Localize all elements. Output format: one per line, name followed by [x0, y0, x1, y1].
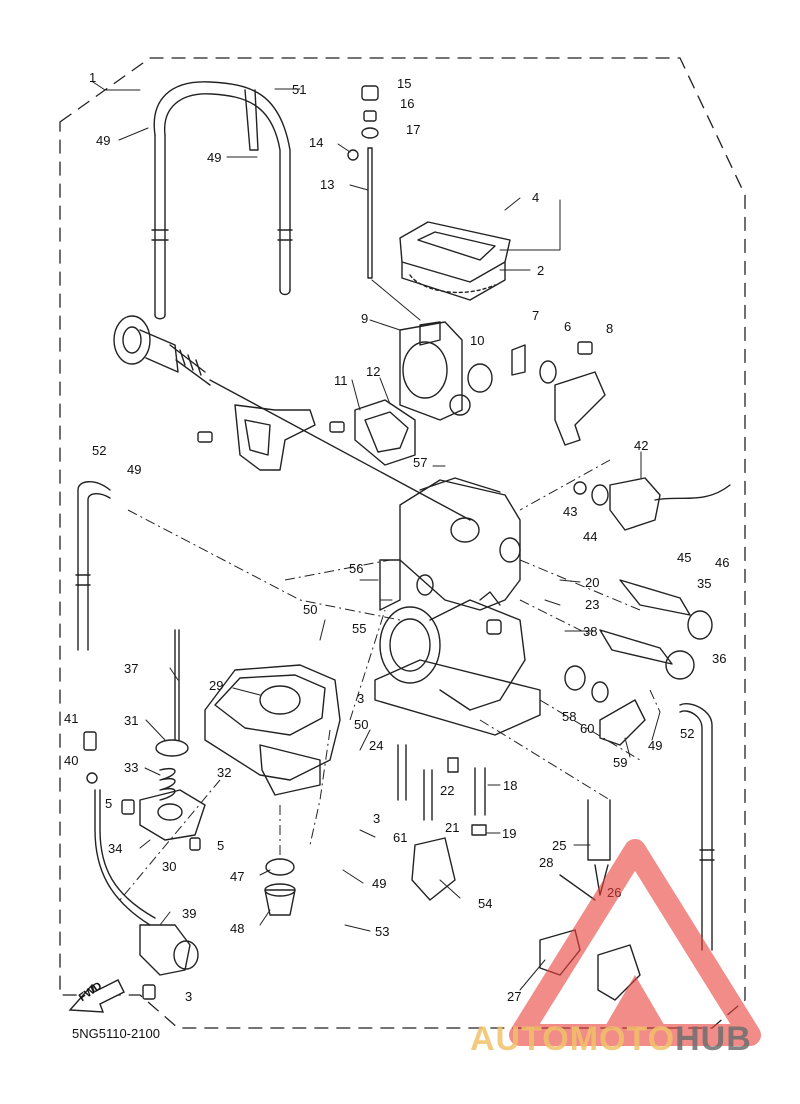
callout-58: 58: [562, 709, 576, 724]
callout-12: 12: [366, 364, 380, 379]
watermark-logo: [509, 839, 761, 1046]
callout-2: 2: [537, 263, 544, 278]
callout-5: 5: [105, 796, 112, 811]
overflow-hose-left: [77, 481, 111, 651]
fwd-arrow-icon: [68, 979, 125, 1013]
watermark-word-moto: MOTO: [569, 1020, 676, 1058]
callout-3: 3: [185, 989, 192, 1004]
callout-29: 29: [209, 678, 223, 693]
callout-49: 49: [648, 738, 662, 753]
callout-28: 28: [539, 855, 553, 870]
callout-46: 46: [715, 555, 729, 570]
callout-45: 45: [677, 550, 691, 565]
vent-hose-assembly: [151, 81, 293, 320]
callout-53: 53: [375, 924, 389, 939]
top-cover: [399, 221, 511, 301]
callout-47: 47: [230, 869, 244, 884]
callout-14: 14: [309, 135, 323, 150]
assembly-boundary: [59, 57, 746, 1029]
callout-27: 27: [507, 989, 521, 1004]
callout-34: 34: [108, 841, 122, 856]
callout-19: 19: [502, 826, 516, 841]
callout-9: 9: [361, 311, 368, 326]
callout-43: 43: [563, 504, 577, 519]
drawing-code: 5NG5110-2100: [72, 1026, 160, 1041]
callout-49: 49: [127, 462, 141, 477]
callout-52: 52: [680, 726, 694, 741]
callout-49: 49: [207, 150, 221, 165]
callout-15: 15: [397, 76, 411, 91]
callout-56: 56: [349, 561, 363, 576]
callout-3: 3: [373, 811, 380, 826]
callout-59: 59: [613, 755, 627, 770]
callout-25: 25: [552, 838, 566, 853]
callout-49: 49: [372, 876, 386, 891]
callout-51: 51: [292, 82, 306, 97]
throttle-shaft: [113, 315, 471, 521]
callout-54: 54: [478, 896, 492, 911]
float-bowl: [204, 664, 341, 796]
callout-55: 55: [352, 621, 366, 636]
callout-17: 17: [406, 122, 420, 137]
callout-57: 57: [413, 455, 427, 470]
callout-44: 44: [583, 529, 597, 544]
callout-37: 37: [124, 661, 138, 676]
callout-8: 8: [606, 321, 613, 336]
overflow-hose-right: [679, 703, 713, 951]
needle: [367, 147, 373, 279]
callout-18: 18: [503, 778, 517, 793]
callout-31: 31: [124, 713, 138, 728]
callout-50: 50: [354, 717, 368, 732]
callout-5: 5: [217, 838, 224, 853]
callout-50: 50: [303, 602, 317, 617]
callout-61: 61: [393, 830, 407, 845]
callout-10: 10: [470, 333, 484, 348]
callout-23: 23: [585, 597, 599, 612]
callout-21: 21: [445, 820, 459, 835]
callout-33: 33: [124, 760, 138, 775]
carburetor-body: [374, 477, 541, 736]
callout-24: 24: [369, 738, 383, 753]
callout-13: 13: [320, 177, 334, 192]
callout-42: 42: [634, 438, 648, 453]
callout-22: 22: [440, 783, 454, 798]
watermark-word-auto: AUTO: [470, 1020, 570, 1058]
callout-40: 40: [64, 753, 78, 768]
callout-49: 49: [96, 133, 110, 148]
callout-20: 20: [585, 575, 599, 590]
callout-48: 48: [230, 921, 244, 936]
watermark-word-hub: HUB: [675, 1020, 752, 1058]
watermark-text: AUTOMOTOHUB: [470, 1020, 752, 1059]
callout-38: 38: [583, 624, 597, 639]
callout-36: 36: [712, 651, 726, 666]
callout-52: 52: [92, 443, 106, 458]
callout-16: 16: [400, 96, 414, 111]
callout-32: 32: [217, 765, 231, 780]
callout-60: 60: [580, 721, 594, 736]
callout-6: 6: [564, 319, 571, 334]
callout-4: 4: [532, 190, 539, 205]
callout-labels: 1 2 3 3 3 4 5 5 6 7 8 9 10 11 12 13 14 1…: [64, 70, 729, 1004]
callout-11: 11: [334, 373, 348, 388]
callout-41: 41: [64, 711, 78, 726]
callout-1: 1: [89, 70, 96, 85]
callout-30: 30: [162, 859, 176, 874]
throttle-valve: [399, 321, 493, 421]
callout-39: 39: [182, 906, 196, 921]
callout-35: 35: [697, 576, 711, 591]
callout-3: 3: [357, 691, 364, 706]
callout-7: 7: [532, 308, 539, 323]
